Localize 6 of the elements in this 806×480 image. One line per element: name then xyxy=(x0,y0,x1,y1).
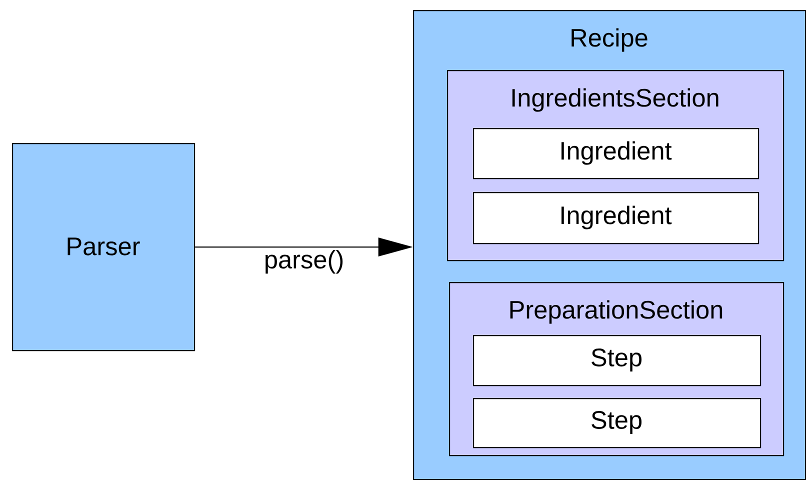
edge-label: parse() xyxy=(266,250,343,274)
class-box: Parser xyxy=(12,143,196,352)
class-box: Step xyxy=(473,335,762,386)
class-box: Step xyxy=(473,398,762,448)
class-box: Ingredient xyxy=(473,128,760,180)
class-box: Ingredient xyxy=(473,192,760,244)
